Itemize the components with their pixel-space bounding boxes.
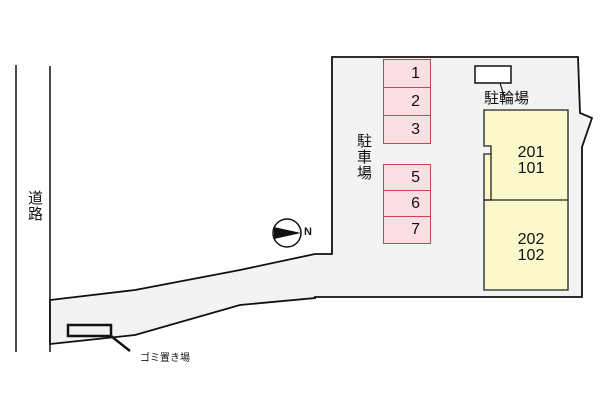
compass-icon — [272, 218, 302, 248]
compass-north-label: N — [304, 226, 312, 238]
parking-label: 駐車場 — [355, 133, 373, 181]
parking-slot-2: 2 — [383, 87, 431, 116]
parking-slot-5: 5 — [383, 164, 431, 192]
road-label: 道路 — [26, 190, 44, 222]
parking-slot-3: 3 — [383, 115, 431, 144]
slot-number: 2 — [411, 92, 420, 110]
unit-202-102: 202 102 — [500, 232, 562, 264]
bicycle-parking-label: 駐輪場 — [484, 89, 530, 107]
parking-slot-1: 1 — [383, 59, 431, 88]
parking-slot-6: 6 — [383, 190, 431, 218]
garbage-area-label: ゴミ置き場 — [140, 353, 190, 364]
parking-slot-7: 7 — [383, 216, 431, 244]
lot-outline — [49, 56, 594, 346]
unit-lower: 101 — [517, 160, 545, 177]
bicycle-parking-box — [474, 65, 512, 84]
slot-number: 3 — [411, 120, 420, 138]
unit-upper: 202 — [517, 231, 545, 248]
unit-201-101: 201 101 — [500, 145, 562, 177]
unit-lower: 102 — [517, 247, 545, 264]
garbage-area-box — [66, 323, 113, 338]
unit-upper: 201 — [517, 144, 545, 161]
slot-number: 7 — [411, 221, 420, 238]
slot-number: 5 — [411, 169, 420, 186]
slot-number: 1 — [411, 64, 420, 82]
slot-number: 6 — [411, 195, 420, 212]
